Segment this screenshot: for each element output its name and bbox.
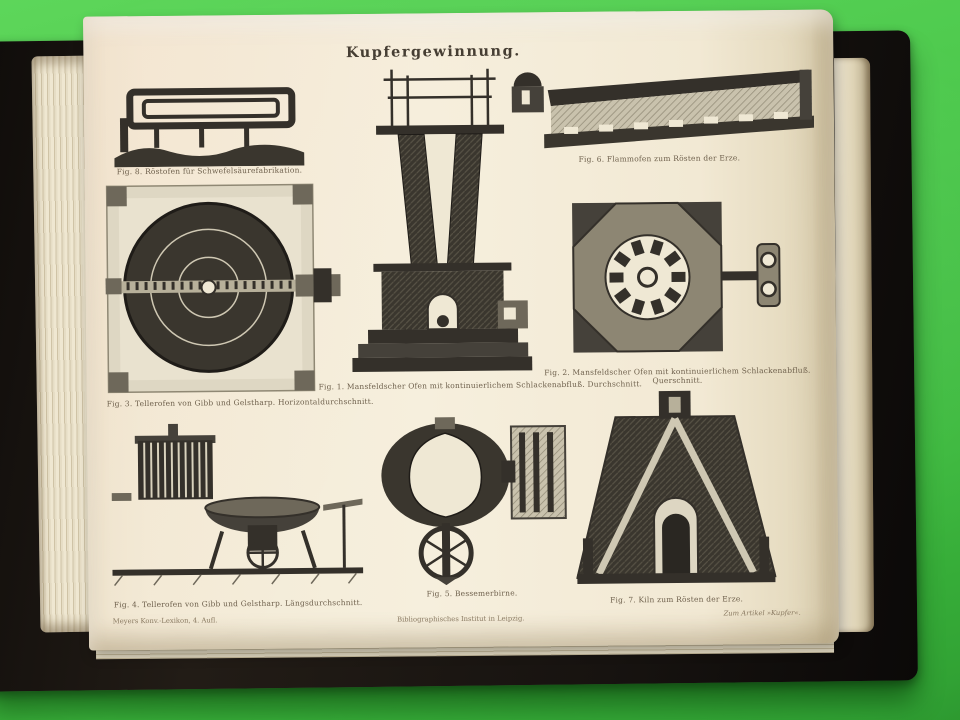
figure-4-disc-roaster-section xyxy=(109,422,366,596)
figure-8-caption: Fig. 8. Röstofen für Schwefelsäurefabrik… xyxy=(116,165,303,177)
footer-article-ref: Zum Artikel »Kupfer«. xyxy=(723,608,801,618)
figure-5-converter xyxy=(373,416,570,586)
fig1-engraving xyxy=(352,68,533,373)
fig8-engraving xyxy=(114,87,305,168)
figure-1-caption: Fig. 1. Mansfeldscher Ofen mit kontinuie… xyxy=(318,379,643,392)
fig3-engraving xyxy=(105,183,341,394)
plate-footer: Meyers Konv.-Lexikon, 4. Aufl. Bibliogra… xyxy=(103,608,819,626)
footer-publisher: Bibliographisches Institut in Leipzig. xyxy=(397,614,525,624)
figure-5-caption: Fig. 5. Bessemerbirne. xyxy=(426,588,518,599)
fig4-engraving xyxy=(111,423,364,586)
figure-6-flame-furnace xyxy=(503,58,815,153)
figure-8-roasting-flue xyxy=(114,80,305,168)
figure-4-caption: Fig. 4. Tellerofen von Gibb und Gelsthar… xyxy=(113,597,363,610)
book-plate-page: Kupfergewinnung. Fig. 8. Röstofen für Sc… xyxy=(82,9,840,651)
figure-3-disc-roaster-plan xyxy=(105,182,342,396)
page-stack-right-edge xyxy=(833,57,875,633)
figure-3-caption: Fig. 3. Tellerofen von Gibb und Gelsthar… xyxy=(106,396,374,409)
figure-2-caption-line2: Querschnitt. xyxy=(652,375,703,386)
figure-2-shaft-furnace-plan xyxy=(567,188,784,365)
figure-7-caption: Fig. 7. Kiln zum Rösten der Erze. xyxy=(610,594,744,605)
figure-6-caption: Fig. 6. Flammofen zum Rösten der Erze. xyxy=(578,153,741,164)
fig2-engraving xyxy=(572,201,781,353)
engraved-plate: Kupfergewinnung. Fig. 8. Röstofen für Sc… xyxy=(83,9,839,650)
figure-1-shaft-furnace-section xyxy=(349,64,533,378)
fig5-engraving xyxy=(381,417,567,586)
fig6-engraving xyxy=(511,69,815,149)
figure-7-kiln xyxy=(575,388,777,593)
figure-2-caption: Fig. 2. Mansfeldscher Ofen mit kontinuie… xyxy=(538,366,816,387)
fig7-engraving xyxy=(576,390,777,584)
